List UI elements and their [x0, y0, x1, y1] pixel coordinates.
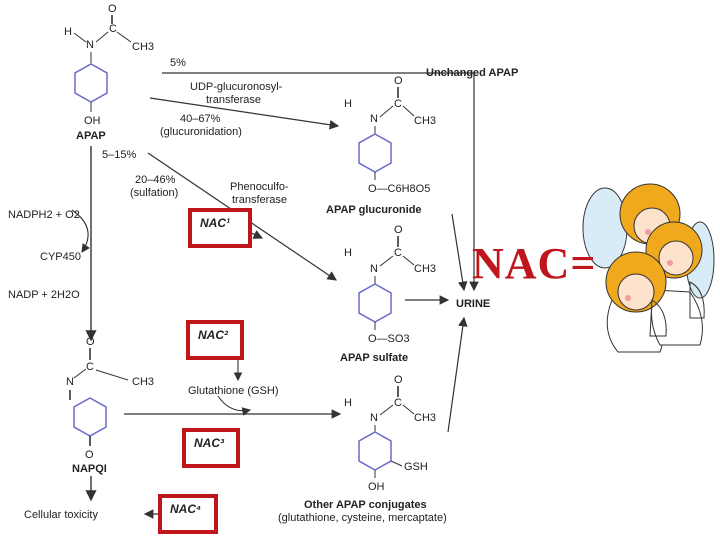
sulf-c: C: [394, 247, 402, 259]
sulfate-substituent: O—SO3: [368, 333, 410, 345]
cofactors: NADPH2 + O2 CYP450 NADP + 2H2O: [8, 209, 81, 301]
apap-ch3: CH3: [132, 41, 154, 53]
sult-line1: Phenoculfo-: [230, 181, 289, 193]
sulfate-label: APAP sulfate: [340, 352, 408, 364]
sulfation-word: (sulfation): [130, 187, 178, 199]
napqi-c: C: [86, 361, 94, 373]
sulfation-pct: 20–46%: [135, 174, 176, 186]
sulf-h: H: [344, 247, 352, 259]
nadph-label: NADPH2 + O2: [8, 209, 80, 221]
conj-ring: [358, 431, 392, 471]
apap-ring: [74, 63, 108, 103]
napqi-o-top: O: [86, 336, 95, 348]
unchanged-label: Unchanged APAP: [426, 67, 518, 79]
conjugates-urine-arrow: [447, 316, 468, 433]
glucuronide-urine-arrow: [451, 213, 468, 292]
nac-4-label: NAC⁴: [170, 502, 202, 516]
glucuronide-structure: H N C O CH3 O—C6H8O5 APAP glucuronide: [326, 75, 436, 216]
urine-label: URINE: [456, 298, 490, 310]
nac-box-2: NAC²: [186, 320, 244, 360]
gluc-h: H: [344, 98, 352, 110]
glutathione-label: Glutathione (GSH): [188, 385, 278, 397]
nac-box-1: NAC¹: [188, 208, 252, 248]
napqi-n: N: [66, 376, 74, 388]
gluc-ch3: CH3: [414, 115, 436, 127]
napqi-o-bottom: O: [85, 449, 94, 461]
cofactor-curve: [71, 209, 90, 253]
nac-equals-heading: NAC=: [472, 239, 597, 288]
nac-box-4: NAC⁴: [158, 494, 218, 534]
conj-h: H: [344, 397, 352, 409]
sulf-o: O: [394, 224, 403, 236]
sulfate-structure: H N C O CH3 O—SO3 APAP sulfate: [340, 224, 436, 364]
gsh-curve: [217, 395, 252, 416]
cyp-pct: 5–15%: [102, 149, 136, 161]
conj-gsh: GSH: [404, 461, 428, 473]
gluc-ring: [358, 133, 392, 173]
sulf-ring: [358, 283, 392, 323]
conj-o: O: [394, 374, 403, 386]
napqi-ch3: CH3: [132, 376, 154, 388]
angels-illustration: [582, 183, 715, 353]
napqi-ring: [73, 397, 107, 437]
apap-label: APAP: [76, 130, 106, 142]
apap-structure: H N C O CH3 OH APAP: [64, 3, 154, 142]
cyp450-label: CYP450: [40, 251, 81, 263]
sulf-n: N: [370, 263, 378, 275]
gluc-c: C: [394, 98, 402, 110]
conj-oh: OH: [368, 481, 385, 493]
nadp-label: NADP + 2H2O: [8, 289, 80, 301]
nac-2-label: NAC²: [198, 328, 228, 342]
apap-oh: OH: [84, 115, 101, 127]
conj-n: N: [370, 412, 378, 424]
nac-box-3: NAC³: [182, 428, 240, 468]
conjugates-detail: (glutathione, cysteine, mercaptate): [278, 512, 447, 524]
nac-1-label: NAC¹: [200, 216, 230, 230]
pathway-labels: 5% Unchanged APAP UDP-glucuronosyl- tran…: [102, 57, 518, 206]
conjugates-label: Other APAP conjugates: [304, 499, 427, 511]
conj-c: C: [394, 397, 402, 409]
ugt-enzyme-line1: UDP-glucuronosyl-: [190, 81, 283, 93]
sulf-ch3: CH3: [414, 263, 436, 275]
gluc-n: N: [370, 113, 378, 125]
apap-n: N: [86, 39, 94, 51]
gsh-conjugate-structure: H N C O CH3 GSH OH Other APAP conjugates…: [278, 374, 447, 524]
glucuronidation-pct: 40–67%: [180, 113, 221, 125]
gluc-o: O: [394, 75, 403, 87]
conj-ch3: CH3: [414, 412, 436, 424]
napqi-structure: O C N CH3 O NAPQI Glutathione (GSH) Cell…: [24, 336, 278, 521]
apap-o: O: [108, 3, 117, 15]
sult-line2: transferase: [232, 194, 287, 206]
glucuronidation-word: (glucuronidation): [160, 126, 242, 138]
glucuronide-label: APAP glucuronide: [326, 204, 422, 216]
toxicity-label: Cellular toxicity: [24, 509, 98, 521]
nac-3-label: NAC³: [194, 436, 224, 450]
apap-h: H: [64, 26, 72, 38]
apap-c: C: [109, 23, 117, 35]
unchanged-arrow: [162, 72, 479, 292]
pathway-arrows: [71, 72, 479, 519]
glucuronide-substituent: O—C6H8O5: [368, 183, 430, 195]
ugt-enzyme-line2: transferase: [206, 94, 261, 106]
unchanged-pct: 5%: [170, 57, 186, 69]
glucuronidation-arrow: [149, 97, 340, 130]
napqi-label: NAPQI: [72, 463, 107, 475]
